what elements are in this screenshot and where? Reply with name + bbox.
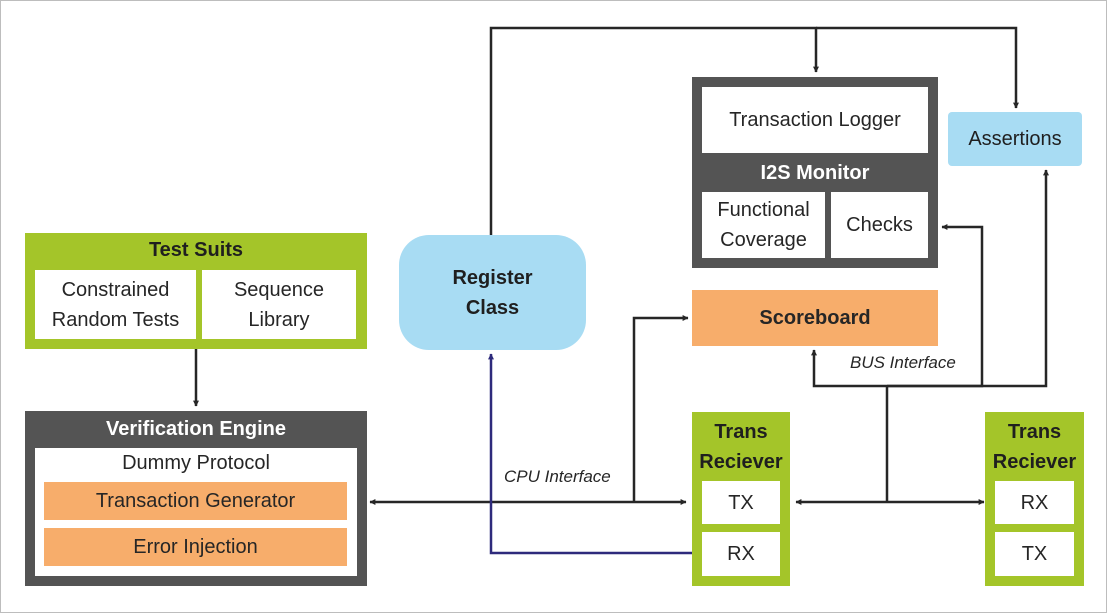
bus-interface-label: BUS Interface	[850, 353, 956, 372]
i2s-monitor-block: Transaction Logger I2S Monitor Functiona…	[692, 77, 938, 268]
checks-box: Checks	[831, 192, 928, 258]
trans-receiver-left-title: Trans Reciever	[692, 416, 790, 478]
register-class-block: Register Class	[399, 235, 586, 350]
trans-receiver-right-block: Trans Reciever RX TX	[985, 412, 1084, 586]
trans-receiver-left-block: Trans Reciever TX RX	[692, 412, 790, 586]
verification-engine-body: Dummy Protocol Transaction Generator Err…	[35, 448, 357, 576]
trans-receiver-left-title-line2: Reciever	[699, 451, 783, 473]
trans-receiver-right-rx-port: RX	[995, 481, 1074, 524]
sequence-library-line2: Library	[248, 308, 310, 331]
i2s-monitor-title: I2S Monitor	[760, 161, 870, 184]
constrained-random-tests-line1: Constrained	[61, 278, 170, 301]
sequence-library-line1: Sequence	[233, 278, 325, 301]
bus-to-scoreboard-arrow	[811, 349, 887, 388]
trans-receiver-left-tx-port: TX	[702, 481, 780, 524]
test-suits-block: Test Suits Constrained Random Tests Sequ…	[25, 233, 367, 349]
verification-engine-block: Verification Engine Dummy Protocol Trans…	[25, 411, 367, 586]
scoreboard-block: Scoreboard	[692, 290, 938, 346]
rx-to-register-arrow	[488, 353, 692, 555]
functional-coverage-line1: Functional	[717, 199, 810, 221]
assertions-block: Assertions	[948, 112, 1082, 166]
trans-receiver-right-title: Trans Reciever	[985, 416, 1084, 478]
test-suits-title: Test Suits	[148, 238, 244, 261]
transaction-logger-box: Transaction Logger	[702, 87, 928, 153]
trans-receiver-left-title-line1: Trans	[714, 421, 768, 443]
dummy-protocol-label: Dummy Protocol	[122, 452, 270, 474]
bus-to-assertions-arrow	[887, 169, 1049, 388]
trans-receiver-right-title-line1: Trans	[1007, 421, 1062, 443]
functional-coverage-line2: Coverage	[720, 229, 807, 251]
functional-coverage-box: Functional Coverage	[702, 192, 825, 258]
constrained-random-tests-line2: Random Tests	[51, 308, 180, 331]
transaction-generator-box: Transaction Generator	[44, 482, 347, 520]
register-class-line1: Register	[452, 266, 533, 289]
register-to-monitor-line	[489, 26, 819, 235]
register-to-assertions-line	[816, 26, 1019, 109]
verification-engine-title: Verification Engine	[105, 417, 287, 440]
constrained-random-tests-box: Constrained Random Tests	[35, 270, 196, 339]
cpu-interface-label: CPU Interface	[504, 467, 611, 486]
error-injection-box: Error Injection	[44, 528, 347, 566]
trans-receiver-right-tx-port: TX	[995, 532, 1074, 576]
cpu-to-scoreboard-arrow	[632, 315, 689, 502]
sequence-library-box: Sequence Library	[202, 270, 356, 339]
trans-receiver-left-rx-port: RX	[702, 532, 780, 576]
register-class-line2: Class	[465, 296, 520, 319]
trans-receiver-right-title-line2: Reciever	[992, 451, 1077, 473]
